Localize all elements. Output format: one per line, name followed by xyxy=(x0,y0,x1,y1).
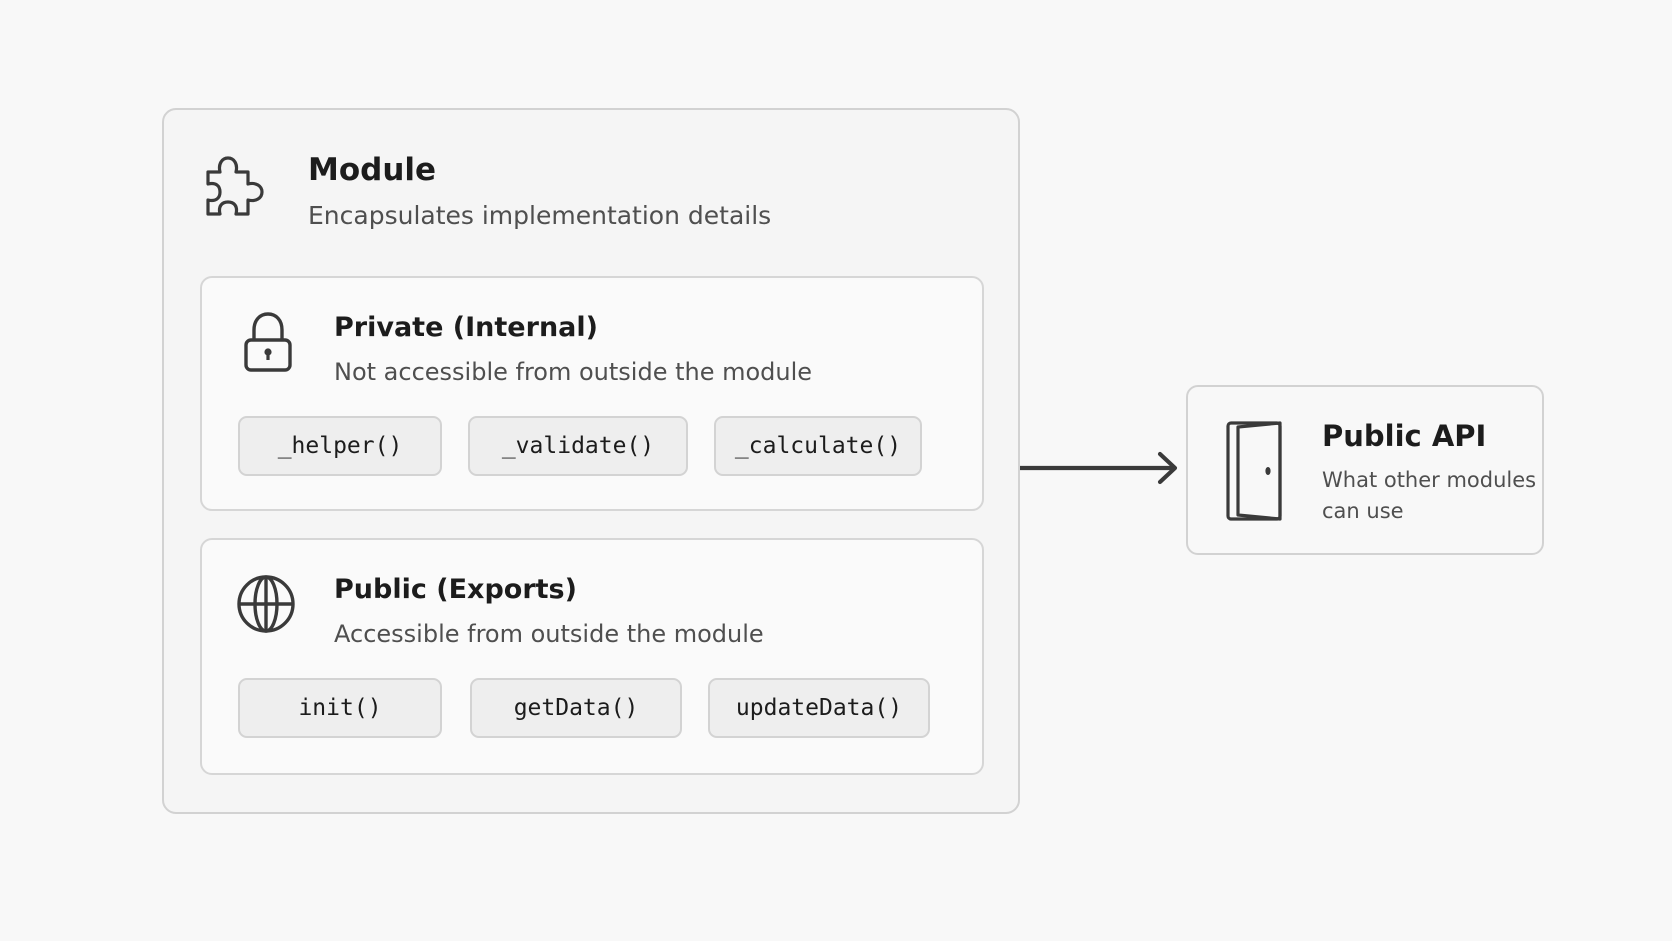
door-icon xyxy=(1226,421,1282,521)
public-section: Public (Exports) Accessible from outside… xyxy=(200,538,984,775)
public-title: Public (Exports) xyxy=(334,574,577,605)
private-title: Private (Internal) xyxy=(334,312,598,343)
puzzle-icon xyxy=(206,156,264,216)
function-chip-init: init() xyxy=(238,678,442,738)
module-subtitle: Encapsulates implementation details xyxy=(308,201,772,230)
private-subtitle: Not accessible from outside the module xyxy=(334,358,813,386)
public-api-subtitle: What other modules can use xyxy=(1322,468,1537,523)
public-api-title: Public API xyxy=(1322,419,1487,453)
arrow-connector xyxy=(1020,451,1178,485)
function-chip-calculate: _calculate() xyxy=(714,416,922,476)
public-subtitle: Accessible from outside the module xyxy=(334,620,764,648)
function-chip-helper: _helper() xyxy=(238,416,442,476)
public-api-box: Public API What other modules can use xyxy=(1186,385,1544,555)
lock-icon xyxy=(244,312,292,372)
module-container: Module Encapsulates implementation detai… xyxy=(162,108,1020,814)
function-chip-updatedata: updateData() xyxy=(708,678,930,738)
globe-icon xyxy=(237,575,295,633)
function-chip-getdata: getData() xyxy=(470,678,682,738)
module-title: Module xyxy=(308,152,437,188)
private-section: Private (Internal) Not accessible from o… xyxy=(200,276,984,511)
function-chip-validate: _validate() xyxy=(468,416,688,476)
